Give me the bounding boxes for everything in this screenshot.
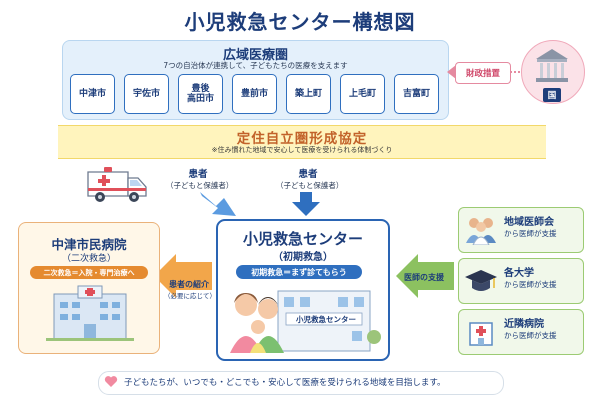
ambulance-icon xyxy=(87,167,147,202)
supporter-title: 地域医師会 xyxy=(504,217,554,228)
footer-text: 子どもたちが、いつでも・どこでも・安心して医療を受けられる地域を目指します。 xyxy=(124,378,446,388)
city-chikujo: 築上町 xyxy=(286,74,331,114)
city-usa: 宇佐市 xyxy=(124,74,169,114)
supporter-text: 近隣病院 から医師が支援 xyxy=(504,315,580,341)
hospital-icon xyxy=(469,322,493,346)
graduation-cap-icon xyxy=(465,270,497,291)
center-title: 小児救急センター xyxy=(242,230,363,248)
city-yoshitomi: 吉富町 xyxy=(394,74,439,114)
doctors-group-icon xyxy=(466,218,496,245)
finance-label: 財政措置 xyxy=(455,62,511,84)
center-subtitle: （初期救急） xyxy=(273,252,333,263)
supporter-text: 各大学 から医師が支援 xyxy=(504,264,580,290)
nation-label: 国 xyxy=(543,88,561,102)
family-and-center-illustration xyxy=(230,290,381,353)
city-nakatsu: 中津市 xyxy=(70,74,115,114)
referral-note: （必要に応じて） xyxy=(164,292,216,300)
agreement-subtitle: ※住み慣れた地域で安心して医療を受けられる体制づくり xyxy=(211,146,393,154)
patient-sublabel: （子どもと保護者） xyxy=(166,181,234,190)
patient-group-center: 患者 （子どもと保護者） xyxy=(276,166,344,191)
supporter-subtitle: から医師が支援 xyxy=(504,331,557,340)
government-building-icon xyxy=(536,49,568,82)
supporter-title: 各大学 xyxy=(504,268,534,279)
referral-label: 患者の紹介 xyxy=(169,280,209,289)
agreement-banner xyxy=(58,125,546,159)
region-title: 広域医療圏 xyxy=(222,48,288,63)
heart-icon xyxy=(104,376,118,387)
hospital-pill: 二次救急＝入院・専門治療へ xyxy=(30,266,148,279)
supporter-subtitle: から医師が支援 xyxy=(504,280,557,289)
supporter-title: 近隣病院 xyxy=(504,319,544,330)
patient-label: 患者 xyxy=(188,169,208,180)
arrow-center-patient xyxy=(292,192,320,216)
page-title: 小児救急センター構想図 xyxy=(184,10,416,34)
patient-label: 患者 xyxy=(298,169,318,180)
footer-banner xyxy=(98,371,504,395)
center-building-sign: 小児救急センター xyxy=(296,315,356,324)
referral-text: 患者の紹介 （必要に応じて） xyxy=(164,279,216,300)
hospital-title: 中津市民病院 xyxy=(51,237,127,252)
city-koge: 上毛町 xyxy=(340,74,385,114)
hospital-subtitle: （二次救急） xyxy=(61,254,116,264)
arrow-referral xyxy=(154,254,212,298)
hospital-building-icon xyxy=(46,285,134,341)
patient-group-left: 患者 （子どもと保護者） xyxy=(166,166,234,191)
city-bungotakada: 豊後 高田市 xyxy=(178,74,223,114)
agreement-title: 定住自立圏形成協定 xyxy=(236,131,368,147)
region-subtitle: 7つの自治体が連携して、子どもたちの医療を支えます xyxy=(163,61,348,70)
supporter-subtitle: から医師が支援 xyxy=(504,229,557,238)
patient-sublabel: （子どもと保護者） xyxy=(276,181,344,190)
supporter-text: 地域医師会 から医師が支援 xyxy=(504,213,580,239)
finance-arrow xyxy=(447,65,520,79)
city-buzen: 豊前市 xyxy=(232,74,277,114)
arrow-support xyxy=(396,254,454,298)
doctor-support-label: 医師の支援 xyxy=(404,273,444,282)
arrow-left-patient xyxy=(200,192,236,216)
center-pill: 初期救急＝まず診てもらう xyxy=(236,265,362,279)
